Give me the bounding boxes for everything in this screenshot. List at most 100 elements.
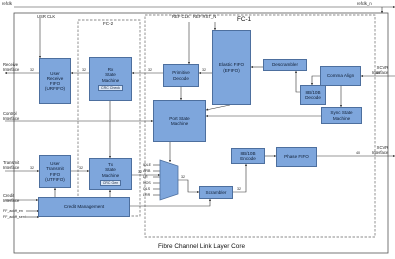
control-interface-line-1: Control bbox=[3, 111, 17, 116]
utfifo-line-2: Transmit bbox=[46, 166, 64, 172]
xcvr-tx-line-2: Interface bbox=[372, 150, 389, 155]
tx-multiplexer bbox=[159, 159, 179, 201]
primitive-decode-block: Primitive Decode bbox=[163, 64, 199, 87]
utfifo-line-1: User bbox=[50, 161, 60, 167]
xcvr-rx-interface-label: XCVR Interface bbox=[372, 65, 388, 75]
phase-fifo-label: Phase FIFO bbox=[284, 154, 309, 160]
utfifo-line-3: FIFO bbox=[49, 171, 61, 177]
decode-to-desc bbox=[294, 70, 300, 93]
mux-input-arb: ARB bbox=[143, 169, 151, 173]
ref-rst-label: REF RST_N bbox=[193, 14, 217, 19]
ref-clk-label: REF CLK bbox=[172, 14, 190, 19]
scrambler-to-encode bbox=[233, 163, 248, 193]
credit-management-label: Credit Management bbox=[63, 204, 105, 210]
efifo-to-psm bbox=[205, 104, 231, 111]
transmit-interface-line-2: Interface bbox=[3, 165, 20, 170]
decode-line-1: 8B/10B bbox=[305, 89, 321, 95]
encode-8b10b-block: 8B/10B Encode bbox=[231, 148, 265, 164]
utfifo-line-4: (UTFIFO) bbox=[45, 176, 65, 182]
comma-to-decode bbox=[310, 75, 320, 86]
control-interface-line-2: Interface bbox=[3, 116, 20, 121]
sync-state-machine-block: Sync State Machine bbox=[321, 107, 362, 124]
xcvr-tx-line-1: XCVR bbox=[376, 145, 389, 150]
prim-decode-line-1: Primitive bbox=[172, 70, 190, 76]
tx-sm-line-2: State bbox=[105, 167, 116, 173]
comma-align-label: Comma Align bbox=[326, 73, 355, 79]
mux-input-lr: LR bbox=[143, 175, 148, 179]
psm-line-2: Machine bbox=[170, 121, 189, 126]
scrambler-block: Scrambler bbox=[199, 186, 233, 199]
sync-sm-line-2: Machine bbox=[332, 115, 351, 121]
prim-decode-line-2: Decode bbox=[173, 75, 189, 81]
credit-interface-line-1: Credit bbox=[3, 193, 15, 198]
elastic-fifo-block: Elastic FIFO (EFIFO) bbox=[212, 30, 251, 105]
credit-management-block: Credit Management bbox=[38, 197, 130, 217]
encode-line-2: Encode bbox=[240, 156, 256, 161]
fc2-label: FC-2 bbox=[103, 21, 114, 26]
fc1-boundary bbox=[144, 14, 376, 238]
mux-to-scrambler bbox=[178, 179, 200, 194]
encode-line-1: 8B/10B bbox=[240, 150, 256, 156]
user-transmit-fifo-block: User Transmit FIFO (UTFIFO) bbox=[39, 155, 71, 188]
control-interface-label: Control Interface bbox=[3, 111, 19, 121]
rx-sm-line-2: State bbox=[105, 72, 116, 78]
fibre-channel-core-boundary bbox=[13, 12, 389, 254]
efifo-line-2: (EFIFO) bbox=[223, 67, 240, 73]
rx-state-machine-block: Rx State Machine CRC Check bbox=[89, 57, 132, 101]
psm-line-1: Port State bbox=[169, 115, 190, 121]
bus-width-tx-out: 32 bbox=[237, 187, 241, 191]
mux-input-idle: IDLE bbox=[143, 163, 151, 167]
mux-input-ols: OLS bbox=[143, 187, 151, 191]
efifo-line-1: Elastic FIFO bbox=[218, 62, 245, 68]
transmit-interface-label: Transmit Interface bbox=[3, 160, 19, 170]
bus-width-xcvr-rx: 40 bbox=[376, 71, 380, 75]
descrambler-label: Descrambler bbox=[271, 62, 299, 68]
sync-sm-line-1: Sync State bbox=[330, 110, 353, 116]
decode-line-2: Decode bbox=[305, 95, 321, 100]
receive-interface-label: Receive Interface bbox=[3, 62, 19, 72]
port-state-machine-block: Port State Machine bbox=[153, 100, 206, 142]
phase-fifo-block: Phase FIFO bbox=[276, 147, 317, 167]
urfifo-line-3: FIFO bbox=[49, 81, 61, 86]
transmit-interface-line-1: Transmit bbox=[3, 160, 20, 165]
comma-align-block: Comma Align bbox=[320, 66, 361, 86]
refclk-n-label: refclk_n bbox=[357, 1, 372, 6]
bus-width-tx-b: 32 bbox=[138, 170, 142, 174]
urfifo-line-4: (URFIFO) bbox=[44, 86, 66, 92]
crc-gen-block: CRC Gen bbox=[99, 179, 122, 186]
user-receive-fifo-block: User Receive FIFO (URFIFO) bbox=[39, 58, 71, 104]
tx-sm-line-3: Machine bbox=[101, 172, 120, 178]
mux-input-lrr: LRR bbox=[143, 193, 151, 197]
bus-width-efifo-in: 32 bbox=[202, 68, 206, 72]
xcvr-tx-interface-label: XCVR Interface bbox=[372, 145, 388, 155]
xcvr-rx-line-2: Interface bbox=[372, 70, 389, 75]
tx-state-machine-block: Tx State Machine CRC Gen bbox=[89, 158, 132, 190]
rx-sm-line-3: Machine bbox=[101, 77, 120, 83]
credit-to-scrambler bbox=[130, 198, 212, 207]
bus-width-recv-b: 32 bbox=[148, 68, 152, 72]
core-label: Fibre Channel Link Layer Core bbox=[158, 243, 246, 250]
xcvr-rx-line-1: XCVR bbox=[376, 65, 389, 70]
mux-input-nos: NOS bbox=[143, 181, 151, 185]
bus-width-tx-in: 32 bbox=[30, 166, 34, 170]
descrambler-block: Descrambler bbox=[263, 59, 307, 71]
fc1-label: FC-1 bbox=[237, 16, 252, 23]
tx-sm-line-1: Tx bbox=[107, 162, 114, 168]
bus-width-recv-in: 32 bbox=[30, 68, 34, 72]
pin-label-1: FF_ackff_en bbox=[3, 209, 23, 213]
urfifo-line-2: Receive bbox=[46, 75, 64, 81]
usr-clk-label: USR CLK bbox=[37, 14, 56, 19]
receive-interface-line-2: Interface bbox=[3, 67, 20, 72]
refclk-label: refclk bbox=[2, 1, 13, 6]
scrambler-label: Scrambler bbox=[205, 189, 227, 195]
bus-width-recv-a: 32 bbox=[82, 68, 86, 72]
bus-width-tx-a: 32 bbox=[79, 166, 83, 170]
receive-interface-line-1: Receive bbox=[3, 62, 19, 67]
crc-check-block: CRC Check bbox=[98, 84, 123, 91]
rx-sm-line-1: Rx bbox=[107, 67, 114, 73]
pin-label-2: FF_ackff_sent bbox=[3, 215, 26, 219]
bus-width-xcvr-tx: 40 bbox=[356, 151, 360, 155]
credit-interface-line-2: Interface bbox=[3, 198, 20, 203]
